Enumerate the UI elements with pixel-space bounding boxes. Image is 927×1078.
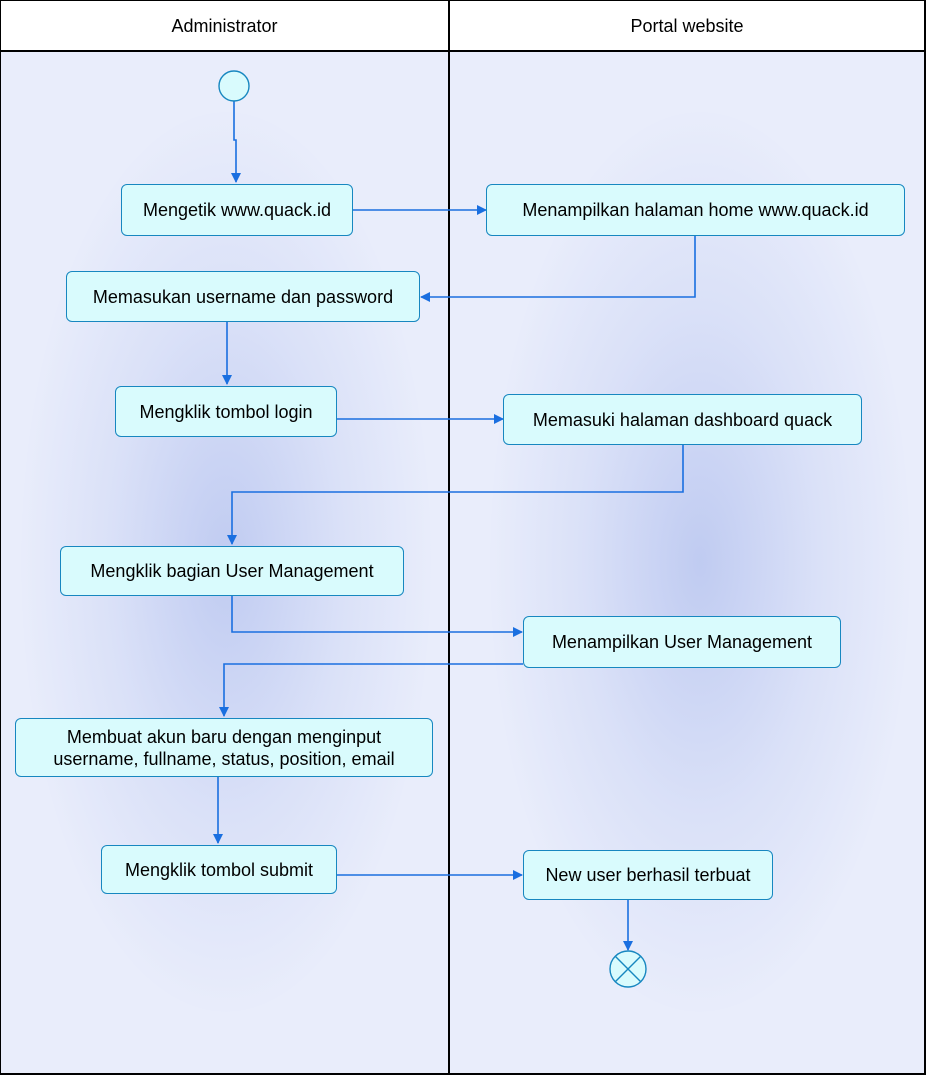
action-klik-submit: Mengklik tombol submit [101,845,337,894]
lane-header-portal-website: Portal website [450,1,924,51]
header-divider [0,50,926,52]
lane-header-administrator: Administrator [1,1,448,51]
frame-right [924,0,926,1075]
flow-tampil-to-buat [219,663,523,717]
action-klik-login: Mengklik tombol login [115,386,337,437]
action-buat-akun: Membuat akun baru dengan menginput usern… [15,718,433,777]
action-masuk-dashboard: Memasuki halaman dashboard quack [503,394,862,445]
frame-top [0,0,926,1]
flow-usermgmt-to-tampil [231,596,523,637]
action-tampil-home: Menampilkan halaman home www.quack.id [486,184,905,236]
action-mengetik-url: Mengetik www.quack.id [121,184,353,236]
action-masukan-login: Memasukan username dan password [66,271,420,322]
flow-home-to-login [420,236,696,302]
frame-left [0,0,1,1075]
action-user-terbuat: New user berhasil terbuat [523,850,773,900]
frame-bottom [0,1073,926,1075]
action-buat-akun-line1: Membuat akun baru dengan menginput [66,726,382,747]
lane-divider [448,0,450,1075]
flow-dashboard-to-usermgmt [227,445,684,545]
action-tampil-user-management: Menampilkan User Management [523,616,841,668]
action-buat-akun-line2: username, fullname, status, position, em… [53,748,395,769]
action-klik-user-management: Mengklik bagian User Management [60,546,404,596]
flow-start-to-mengetik [231,101,241,183]
final-node [609,950,647,988]
initial-node [218,70,250,102]
